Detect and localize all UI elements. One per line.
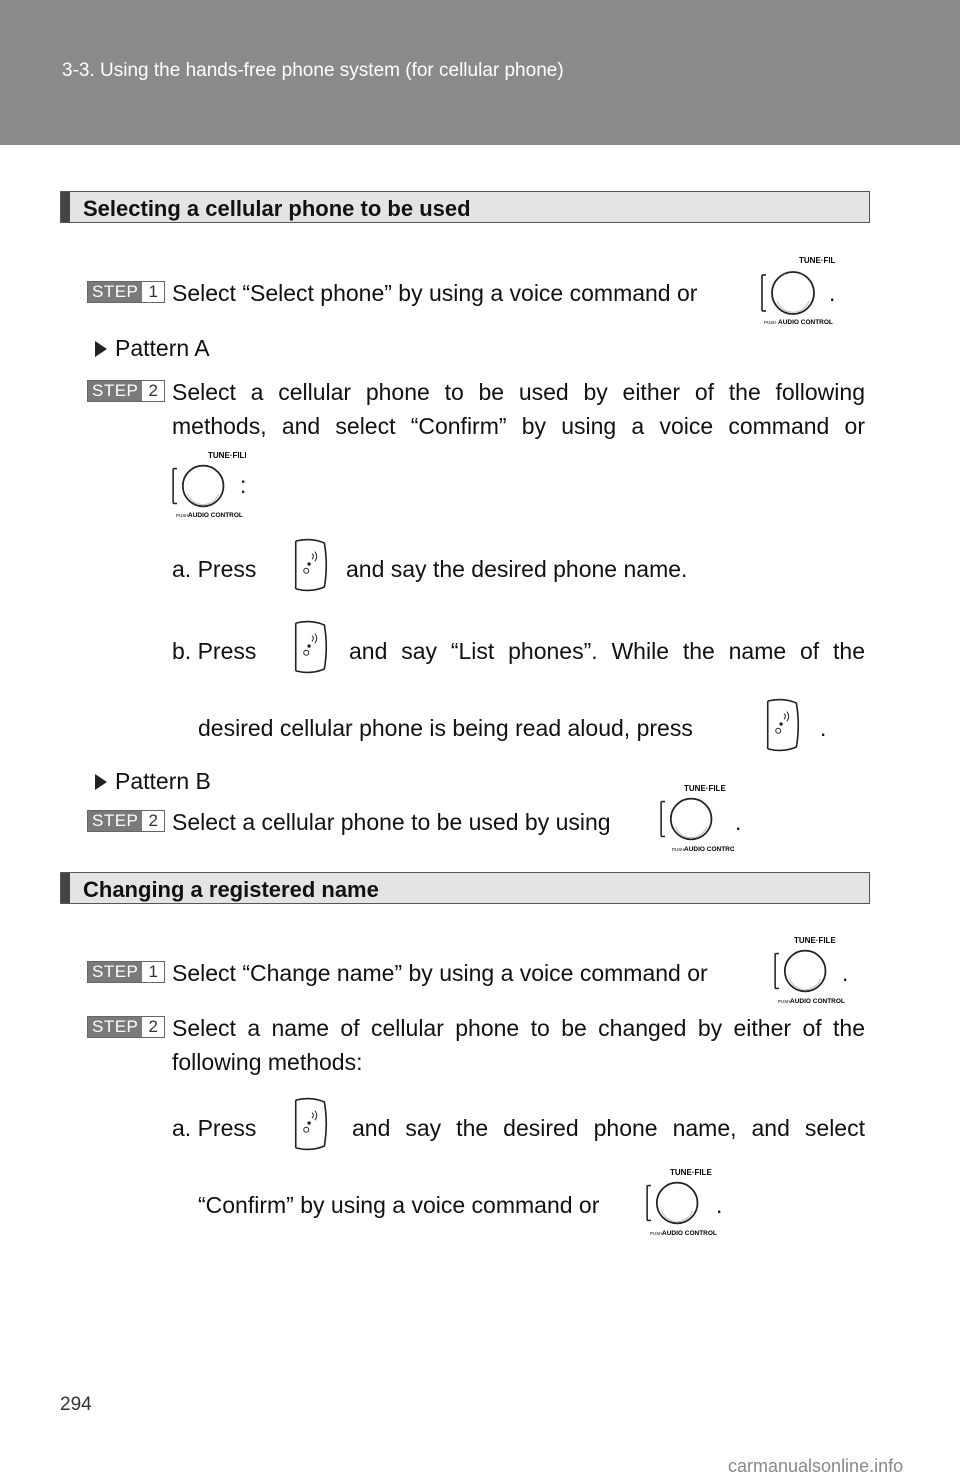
talk-switch-icon	[290, 1097, 332, 1151]
page-number: 294	[60, 1394, 92, 1415]
arrow-right-icon	[95, 341, 107, 357]
watermark-text: carmanualsonline.info	[728, 1456, 904, 1476]
svg-text:TUNE·FILE: TUNE·FILE	[794, 936, 836, 945]
pattern-a-heading: Pattern A	[95, 334, 210, 362]
svg-text:TUNE·FILE: TUNE·FILE	[208, 451, 246, 460]
svg-text:PUSH: PUSH	[764, 320, 777, 325]
method-b-text-line2: desired cellular phone is being read alo…	[198, 715, 693, 741]
talk-switch-icon	[290, 620, 332, 674]
svg-text:TUNE·FILE: TUNE·FILE	[670, 1168, 712, 1177]
method-a-prefix: a. Press	[172, 556, 257, 582]
section-header-change-name: Changing a registered name	[60, 872, 870, 904]
svg-text:AUDIO CONTROL: AUDIO CONTROL	[684, 846, 734, 853]
svg-text:PUSH: PUSH	[778, 999, 791, 1004]
period: .	[842, 960, 849, 986]
method-a-text: and say the desired phone name, and sele…	[352, 1115, 865, 1141]
arrow-right-icon	[95, 774, 107, 790]
section-header-select-phone: Selecting a cellular phone to be used	[60, 191, 870, 223]
svg-text:PUSH: PUSH	[650, 1231, 663, 1236]
method-b-prefix: b. Press	[172, 638, 257, 664]
svg-text:AUDIO CONTROL: AUDIO CONTROL	[778, 319, 833, 326]
talk-switch-icon	[762, 698, 804, 752]
talk-switch-icon	[290, 538, 332, 592]
chapter-title: 3-3. Using the hands-free phone system (…	[62, 60, 564, 81]
step-text: Select “Select phone” by using a voice c…	[172, 280, 698, 306]
svg-text:AUDIO CONTROL: AUDIO CONTROL	[790, 998, 845, 1005]
pattern-b-heading: Pattern B	[95, 767, 211, 795]
section-title: Selecting a cellular phone to be used	[83, 196, 471, 221]
header-bar: 3-3. Using the hands-free phone system (…	[0, 0, 960, 145]
step-text: Select a name of cellular phone to be ch…	[172, 1015, 865, 1041]
method-b-text: and say “List phones”. While the name of…	[349, 638, 865, 664]
method-a-text-line2: “Confirm” by using a voice command or	[198, 1192, 600, 1218]
svg-text:TUNE·FILE: TUNE·FILE	[799, 256, 836, 265]
svg-text:TUNE·FILE: TUNE·FILE	[684, 784, 726, 793]
method-a-prefix: a. Press	[172, 1115, 257, 1141]
colon: :	[240, 472, 247, 498]
period: .	[829, 280, 836, 306]
step-text: Select a cellular phone to be used by us…	[172, 809, 611, 835]
method-a-text: and say the desired phone name.	[346, 556, 688, 582]
step-text: Select a cellular phone to be used by ei…	[172, 379, 865, 405]
step-text: methods, and select “Confirm” by using a…	[172, 413, 865, 439]
period: .	[716, 1192, 723, 1218]
svg-text:AUDIO CONTROL: AUDIO CONTROL	[662, 1230, 717, 1237]
svg-text:PUSH: PUSH	[672, 847, 685, 852]
svg-text:AUDIO CONTROL: AUDIO CONTROL	[188, 512, 243, 519]
period: .	[820, 715, 827, 741]
step-text: following methods:	[172, 1049, 363, 1075]
svg-text:PUSH: PUSH	[176, 513, 189, 518]
section-title: Changing a registered name	[83, 877, 379, 902]
step-text: Select “Change name” by using a voice co…	[172, 960, 708, 986]
period: .	[735, 809, 742, 835]
